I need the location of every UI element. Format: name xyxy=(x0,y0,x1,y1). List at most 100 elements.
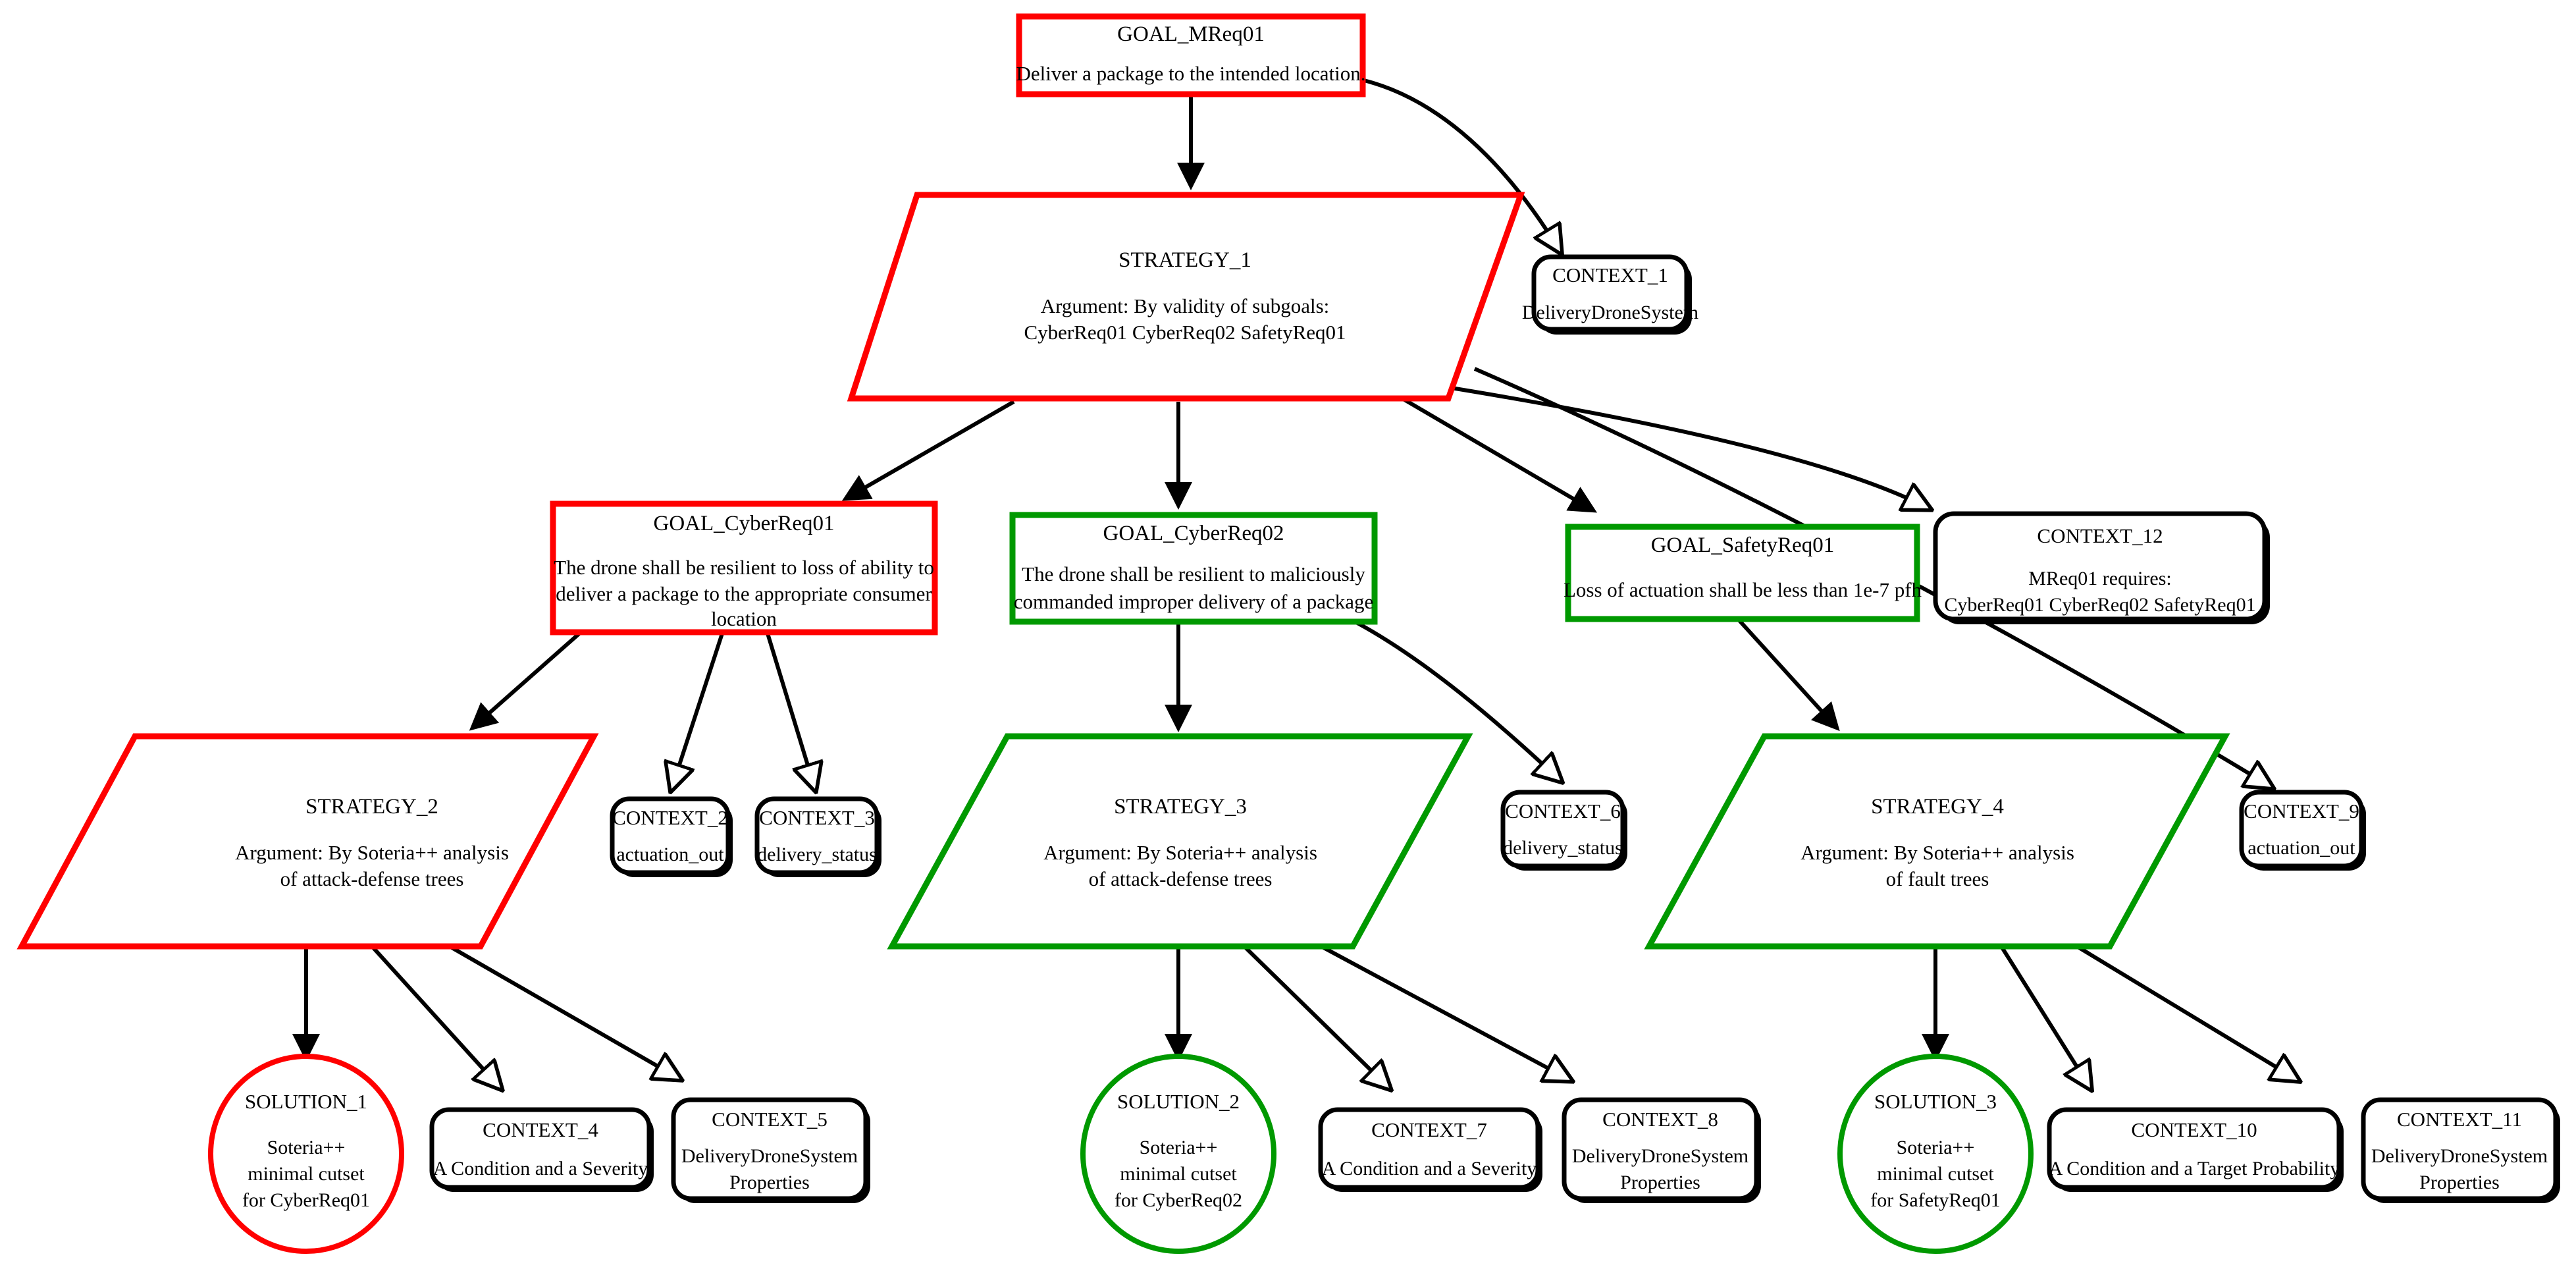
edge-goal-mreq01-to-context-1 xyxy=(1363,78,1560,252)
node-title: SOLUTION_3 xyxy=(1874,1090,1997,1113)
node-body-line: Argument: By Soteria++ analysis xyxy=(235,841,509,864)
node-body-line: A Condition and a Target Probability xyxy=(2049,1158,2340,1179)
edge-strategy-2-to-context-5 xyxy=(434,936,679,1079)
node-goal-cyberreq02[interactable]: GOAL_CyberReq02 The drone shall be resil… xyxy=(1009,512,1378,625)
node-body-line: minimal cutset xyxy=(1877,1163,1994,1185)
node-context-4[interactable]: CONTEXT_4 A Condition and a Severity xyxy=(429,1107,654,1192)
node-body-line: MReq01 requires: xyxy=(2028,568,2171,589)
node-title: CONTEXT_1 xyxy=(1552,263,1668,286)
node-title: CONTEXT_9 xyxy=(2244,799,2359,823)
node-body-line: for CyberReq02 xyxy=(1115,1189,1242,1211)
node-body-line: CyberReq01 CyberReq02 SafetyReq01 xyxy=(1944,594,2255,616)
node-body-line: actuation_out xyxy=(2247,837,2355,859)
node-body-line: Argument: By Soteria++ analysis xyxy=(1043,841,1317,864)
node-context-2[interactable]: CONTEXT_2 actuation_out xyxy=(610,796,733,877)
node-title: CONTEXT_2 xyxy=(612,806,728,829)
node-context-12[interactable]: CONTEXT_12 MReq01 requires: CyberReq01 C… xyxy=(1933,511,2270,624)
node-context-9[interactable]: CONTEXT_9 actuation_out xyxy=(2239,790,2366,871)
node-body-line: delivery_status xyxy=(757,844,877,865)
node-body-line: Properties xyxy=(729,1172,810,1193)
node-title: CONTEXT_8 xyxy=(1602,1108,1718,1131)
node-body-line: for SafetyReq01 xyxy=(1870,1189,2000,1211)
node-strategy-4[interactable]: STRATEGY_4 Argument: By Soteria++ analys… xyxy=(1644,733,2230,950)
node-body-line: minimal cutset xyxy=(248,1163,365,1185)
node-body-line: of attack-defense trees xyxy=(280,867,464,890)
edge-strategy-3-to-context-7 xyxy=(1242,944,1389,1088)
node-body-line: minimal cutset xyxy=(1120,1163,1237,1185)
node-body-line: of attack-defense trees xyxy=(1089,867,1273,890)
node-body-line: location xyxy=(711,607,777,630)
edge-strategy-1-to-goal-cyberreq01 xyxy=(841,400,1015,501)
node-title: CONTEXT_12 xyxy=(2037,524,2163,547)
node-body-line: CyberReq01 CyberReq02 SafetyReq01 xyxy=(1024,321,1346,344)
node-context-5[interactable]: CONTEXT_5 DeliveryDroneSystem Properties xyxy=(671,1097,870,1203)
node-body-line: for CyberReq01 xyxy=(242,1189,370,1211)
edge-strategy-1-to-context-12 xyxy=(1434,383,1929,508)
node-title: CONTEXT_7 xyxy=(1371,1118,1487,1141)
edge-strategy-1-to-goal-safetyreq01 xyxy=(1401,396,1598,513)
node-body-line: DeliveryDroneSystem xyxy=(1572,1145,1748,1167)
edge-strategy-2-to-context-4 xyxy=(370,944,500,1088)
node-title: STRATEGY_2 xyxy=(305,795,438,819)
node-body-line: Deliver a package to the intended locati… xyxy=(1016,62,1365,85)
node-body-line: Properties xyxy=(1620,1172,1700,1193)
node-body-line: of fault trees xyxy=(1886,867,1989,890)
node-title: CONTEXT_5 xyxy=(712,1108,828,1131)
node-context-1[interactable]: CONTEXT_1 DeliveryDroneSystem xyxy=(1522,254,1698,335)
node-title: CONTEXT_3 xyxy=(759,806,875,829)
node-title: GOAL_CyberReq01 xyxy=(654,512,835,535)
edge-strategy-4-to-context-11 xyxy=(2066,938,2298,1080)
node-context-3[interactable]: CONTEXT_3 delivery_status xyxy=(754,796,881,877)
node-title: STRATEGY_4 xyxy=(1871,795,2004,819)
node-body-line: commanded improper delivery of a package xyxy=(1014,590,1374,613)
node-context-7[interactable]: CONTEXT_7 A Condition and a Severity xyxy=(1318,1107,1542,1192)
node-strategy-2[interactable]: STRATEGY_2 Argument: By Soteria++ analys… xyxy=(16,733,599,950)
node-solution-2[interactable]: SOLUTION_2 Soteria++ minimal cutset for … xyxy=(1080,1054,1276,1254)
node-solution-3[interactable]: SOLUTION_3 Soteria++ minimal cutset for … xyxy=(1837,1054,2034,1254)
node-body-line: DeliveryDroneSystem xyxy=(681,1145,858,1167)
node-goal-cyberreq01[interactable]: GOAL_CyberReq01 The drone shall be resil… xyxy=(550,500,938,636)
node-body-line: actuation_out xyxy=(616,844,724,865)
node-body-line: A Condition and a Severity xyxy=(1322,1158,1537,1179)
node-body-line: Loss of actuation shall be less than 1e-… xyxy=(1564,578,1922,601)
node-body-line: A Condition and a Severity xyxy=(433,1158,648,1179)
edge-goal-cyberreq01-to-context-3 xyxy=(766,633,815,789)
node-context-8[interactable]: CONTEXT_8 DeliveryDroneSystem Properties xyxy=(1562,1097,1761,1203)
node-body-line: The drone shall be resilient to maliciou… xyxy=(1022,562,1365,585)
node-body-line: delivery_status xyxy=(1503,837,1623,859)
node-body-line: Soteria++ xyxy=(1897,1137,1975,1158)
node-title: CONTEXT_11 xyxy=(2397,1108,2522,1131)
node-body-line: Soteria++ xyxy=(267,1137,346,1158)
edge-goal-cyberreq01-to-strategy-2 xyxy=(469,632,581,731)
node-context-6[interactable]: CONTEXT_6 delivery_status xyxy=(1500,790,1627,871)
node-body-line: Properties xyxy=(2419,1172,2500,1193)
node-title: GOAL_CyberReq02 xyxy=(1103,522,1284,545)
node-title: GOAL_MReq01 xyxy=(1117,22,1265,46)
node-solution-1[interactable]: SOLUTION_1 Soteria++ minimal cutset for … xyxy=(208,1054,404,1254)
node-goal-mreq01[interactable]: GOAL_MReq01 Deliver a package to the int… xyxy=(1016,13,1366,97)
node-title: STRATEGY_1 xyxy=(1118,248,1251,272)
edge-strategy-3-to-context-8 xyxy=(1309,938,1570,1080)
node-title: SOLUTION_1 xyxy=(245,1090,367,1113)
edge-strategy-4-to-context-10 xyxy=(1999,945,2090,1088)
node-context-10[interactable]: CONTEXT_10 A Condition and a Target Prob… xyxy=(2047,1107,2344,1192)
edge-goal-cyberreq01-to-context-2 xyxy=(671,633,724,789)
edge-layer xyxy=(292,78,2298,1088)
node-body-line: DeliveryDroneSystem xyxy=(1522,302,1698,323)
node-body-line: The drone shall be resilient to loss of … xyxy=(554,556,934,579)
node-body-line: DeliveryDroneSystem xyxy=(2371,1145,2548,1167)
node-strategy-1[interactable]: STRATEGY_1 Argument: By validity of subg… xyxy=(847,192,1525,402)
node-title: CONTEXT_4 xyxy=(483,1118,598,1141)
node-context-11[interactable]: CONTEXT_11 DeliveryDroneSystem Propertie… xyxy=(2361,1097,2560,1203)
node-title: GOAL_SafetyReq01 xyxy=(1651,533,1835,557)
node-title: STRATEGY_3 xyxy=(1114,795,1247,819)
edge-goal-cyberreq02-to-context-6 xyxy=(1355,620,1560,780)
node-strategy-3[interactable]: STRATEGY_3 Argument: By Soteria++ analys… xyxy=(887,733,1473,950)
node-goal-safetyreq01[interactable]: GOAL_SafetyReq01 Loss of actuation shall… xyxy=(1564,524,1922,622)
node-body-line: Soteria++ xyxy=(1140,1137,1218,1158)
node-body-line: deliver a package to the appropriate con… xyxy=(556,582,932,605)
node-body-line: Argument: By validity of subgoals: xyxy=(1041,294,1330,317)
edge-goal-safetyreq01-to-strategy-4 xyxy=(1736,617,1840,732)
node-title: CONTEXT_6 xyxy=(1505,799,1621,823)
